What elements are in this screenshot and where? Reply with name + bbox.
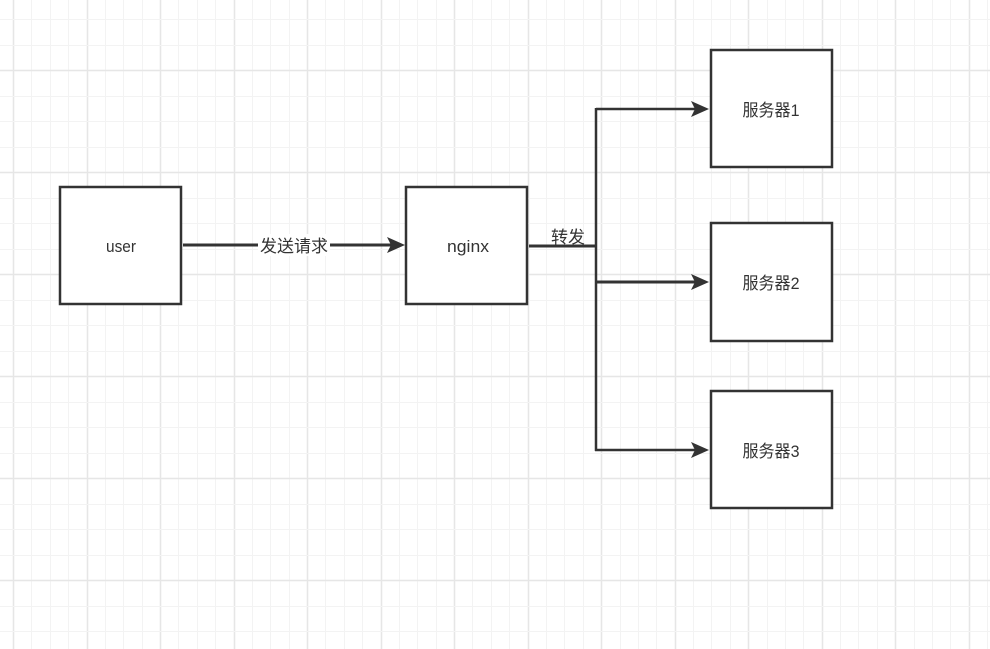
edge-user-to-nginx[interactable]: 发送请求 (183, 234, 405, 256)
node-label-server1: 服务器1 (743, 101, 800, 120)
node-box (709, 48, 834, 169)
node-server1[interactable]: 服务器1 (709, 48, 834, 169)
edge-nginx-fanout[interactable]: 转发 (529, 108, 598, 451)
node-server3[interactable]: 服务器3 (709, 389, 834, 510)
node-label-user: user (106, 237, 136, 256)
arrowhead-icon (691, 101, 709, 117)
node-user[interactable]: user (58, 185, 183, 306)
arrowhead-icon (691, 274, 709, 290)
edge-nginx-to-server2[interactable] (596, 274, 709, 290)
node-box (58, 185, 183, 306)
edge-label-bg (258, 234, 330, 256)
arrowhead-icon (387, 237, 405, 253)
edge-label-forward: 转发 (551, 228, 585, 247)
edge-label-send-request: 发送请求 (260, 237, 328, 256)
edge-nginx-to-server1[interactable] (596, 101, 709, 117)
node-box (709, 221, 834, 343)
node-label-server2: 服务器2 (743, 274, 800, 293)
node-server2[interactable]: 服务器2 (709, 221, 834, 343)
node-label-server3: 服务器3 (743, 442, 800, 461)
node-nginx[interactable]: nginx (404, 185, 529, 306)
arrowhead-icon (691, 442, 709, 458)
node-box (404, 185, 529, 306)
edge-nginx-to-server3[interactable] (595, 442, 709, 458)
node-label-nginx: nginx (447, 237, 490, 256)
node-box (709, 389, 834, 510)
